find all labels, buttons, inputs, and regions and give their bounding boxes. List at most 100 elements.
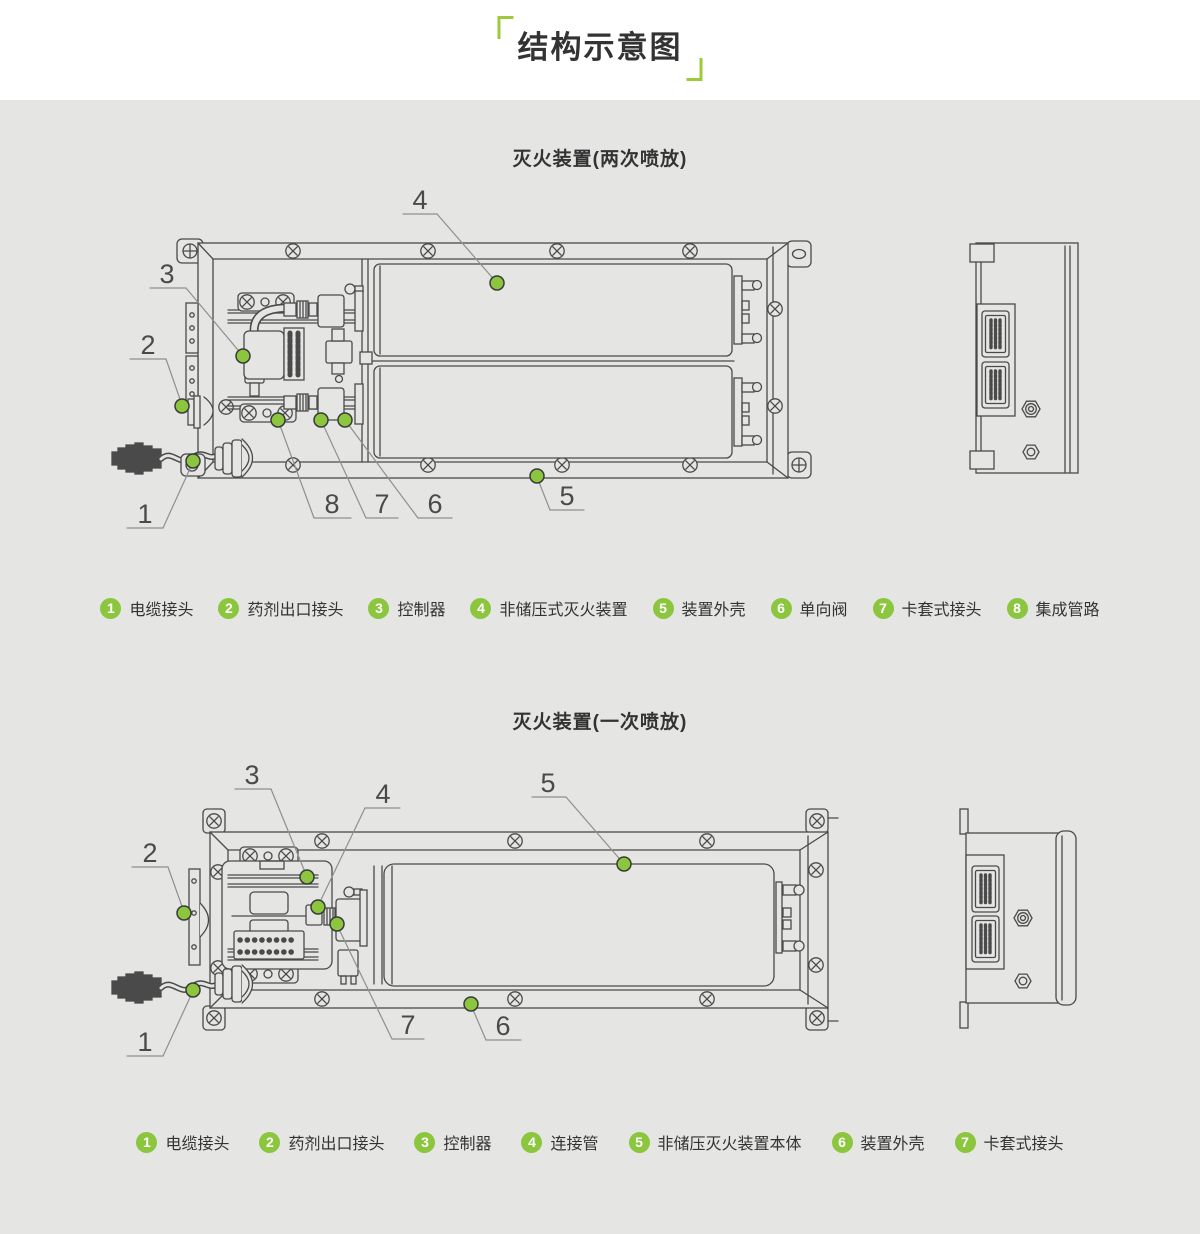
- legend-item: 7 卡套式接头: [954, 1130, 1064, 1154]
- svg-text:6: 6: [427, 489, 442, 519]
- legend-number-badge: 6: [831, 1131, 853, 1153]
- svg-text:2: 2: [140, 330, 155, 360]
- diagram2-drawing: 1 2 3 4 5 6 7: [111, 760, 1077, 1057]
- legend-item: 6 单向阀: [770, 596, 848, 620]
- svg-text:1: 1: [137, 499, 152, 529]
- legend-label: 电缆接头: [129, 602, 194, 619]
- callout-dot: [299, 869, 315, 885]
- svg-text:5: 5: [559, 481, 574, 511]
- legend-number-badge: 4: [470, 597, 492, 619]
- diagram1-drawing: 1 2 3 4 5 6 7 8: [111, 185, 1079, 529]
- callout-dot: [235, 348, 251, 364]
- callout-4: 4: [402, 185, 505, 291]
- legend-item: 5 非储压灭火装置本体: [628, 1130, 802, 1154]
- callout-5: 5: [529, 468, 585, 511]
- legend-number-badge: 3: [368, 597, 390, 619]
- callout-dot: [313, 412, 329, 428]
- callout-3: 3: [234, 760, 315, 885]
- svg-text:7: 7: [374, 489, 389, 519]
- legend-number-badge: 3: [414, 1131, 436, 1153]
- legend-number-badge: 5: [652, 597, 674, 619]
- diagram1-side-view: [969, 242, 1079, 474]
- legend-label: 药剂出口接头: [247, 602, 344, 619]
- legend-number-badge: 7: [954, 1131, 976, 1153]
- legend-label: 单向阀: [799, 602, 848, 619]
- controller-compartment: [188, 846, 383, 985]
- svg-text:5: 5: [540, 768, 555, 798]
- callout-1: 1: [126, 453, 201, 529]
- callout-dot: [329, 916, 345, 932]
- legend-item: 3 控制器: [414, 1130, 491, 1154]
- legend-label: 非储压式灭火装置: [499, 602, 628, 619]
- callout-dot: [185, 453, 201, 469]
- legend-label: 控制器: [443, 1136, 492, 1153]
- legend-label: 电缆接头: [165, 1136, 230, 1153]
- legend-label: 卡套式接头: [901, 602, 982, 619]
- svg-text:8: 8: [324, 489, 339, 519]
- legend-label: 控制器: [397, 602, 446, 619]
- legend-item: 2 药剂出口接头: [218, 596, 343, 620]
- callout-1: 1: [126, 982, 201, 1057]
- svg-text:3: 3: [244, 760, 259, 790]
- callout-dot: [489, 275, 505, 291]
- page-title-block: 结构示意图: [497, 16, 703, 81]
- svg-text:2: 2: [142, 838, 157, 868]
- legend-number-badge: 8: [1006, 597, 1028, 619]
- callout-dot: [529, 468, 545, 484]
- diagram1-title: 灭火装置(两次喷放): [512, 149, 688, 170]
- callout-3: 3: [149, 259, 251, 364]
- callout-8: 8: [270, 412, 352, 519]
- agent-cylinder: [383, 863, 805, 987]
- callout-4: 4: [310, 779, 401, 915]
- callout-dot: [176, 905, 192, 921]
- legend-number-badge: 5: [628, 1131, 650, 1153]
- agent-cylinders: [359, 263, 763, 459]
- callout-dot: [174, 398, 190, 414]
- page-title: 结构示意图: [517, 30, 683, 65]
- callout-dot: [616, 856, 632, 872]
- callout-dot: [337, 412, 353, 428]
- svg-text:6: 6: [495, 1011, 510, 1041]
- svg-text:4: 4: [412, 185, 427, 215]
- corner-bracket-bottom-right-icon: [686, 58, 703, 81]
- svg-text:3: 3: [159, 259, 174, 289]
- header-band: 结构示意图: [0, 0, 1200, 100]
- legend-item: 4 连接管: [521, 1130, 599, 1154]
- callout-7: 7: [313, 412, 399, 519]
- callout-7: 7: [329, 916, 425, 1040]
- legend-item: 4 非储压式灭火装置: [470, 596, 628, 620]
- legend-item: 7 卡套式接头: [872, 596, 982, 620]
- legend-item: 1 电缆接头: [136, 1130, 229, 1154]
- callout-dot: [463, 996, 479, 1012]
- legend-number-badge: 2: [259, 1131, 281, 1153]
- legend-label: 药剂出口接头: [288, 1136, 385, 1153]
- callout-6: 6: [463, 996, 522, 1041]
- svg-text:1: 1: [137, 1027, 152, 1057]
- legend-number-badge: 2: [218, 597, 240, 619]
- mounting-ears: [176, 238, 812, 479]
- legend-number-badge: 6: [770, 597, 792, 619]
- legend-number-badge: 1: [136, 1131, 158, 1153]
- legend-number-badge: 4: [521, 1131, 543, 1153]
- diagram1-callouts: 1 2 3 4 5 6 7 8: [126, 185, 585, 529]
- callout-5: 5: [531, 768, 632, 872]
- legend-label: 连接管: [550, 1136, 599, 1153]
- callout-2: 2: [131, 838, 192, 921]
- diagram2-side-view: [959, 808, 1077, 1029]
- legend-label: 卡套式接头: [983, 1136, 1064, 1153]
- cable-assembly: [111, 964, 254, 1004]
- legend-label: 非储压灭火装置本体: [657, 1136, 802, 1153]
- controller-compartment: [185, 283, 364, 429]
- legend-number-badge: 7: [872, 597, 894, 619]
- callout-dot: [185, 982, 201, 998]
- corner-bracket-top-left-icon: [497, 16, 514, 39]
- svg-text:7: 7: [400, 1010, 415, 1040]
- cable-assembly: [111, 438, 254, 478]
- legend-label: 集成管路: [1035, 602, 1100, 619]
- callout-dot: [310, 899, 326, 915]
